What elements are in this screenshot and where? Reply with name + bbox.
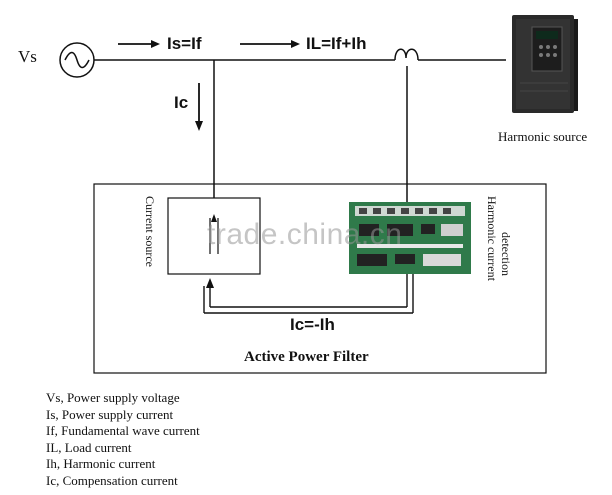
current-source-symbol	[209, 214, 219, 254]
symbol-legend: Vs, Power supply voltage Is, Power suppl…	[46, 390, 200, 489]
harmonic-source-caption: Harmonic source	[498, 129, 588, 144]
harmonic-detection-label-line2: detection	[499, 232, 513, 276]
legend-item: Vs, Power supply voltage	[46, 390, 180, 405]
harmonic-detection-label-line1: Harmonic current	[485, 196, 499, 281]
arrow-il	[240, 40, 300, 48]
harmonic-detection-board-image	[349, 202, 471, 274]
compensation-current-label: Ic	[174, 93, 189, 112]
active-power-filter-title: Active Power Filter	[244, 349, 369, 365]
current-sensor-icon	[394, 48, 419, 61]
feedback-loop	[203, 274, 414, 314]
current-source-box	[167, 197, 261, 275]
active-power-filter-box	[93, 183, 547, 374]
current-source-label: Current source	[143, 196, 157, 267]
legend-item: Ih, Harmonic current	[46, 456, 156, 471]
arrow-is	[118, 40, 160, 48]
arrow-ic	[195, 83, 203, 131]
watermark: trade.china.cn	[207, 218, 403, 251]
ac-source-icon	[59, 42, 95, 78]
compensation-equation-label: Ic=-Ih	[290, 315, 335, 334]
legend-item: Is, Power supply current	[46, 406, 174, 422]
legend-item: IL, Load current	[46, 439, 132, 455]
load-current-flow-label: IL=If+Ih	[306, 34, 367, 53]
legend-item: If, Fundamental wave current	[46, 423, 200, 438]
supply-current-flow-label: Is=If	[167, 34, 202, 53]
legend-item: Ic, Compensation current	[46, 472, 178, 488]
harmonic-source-device-image	[512, 15, 578, 113]
supply-voltage-label: Vs	[18, 47, 37, 66]
